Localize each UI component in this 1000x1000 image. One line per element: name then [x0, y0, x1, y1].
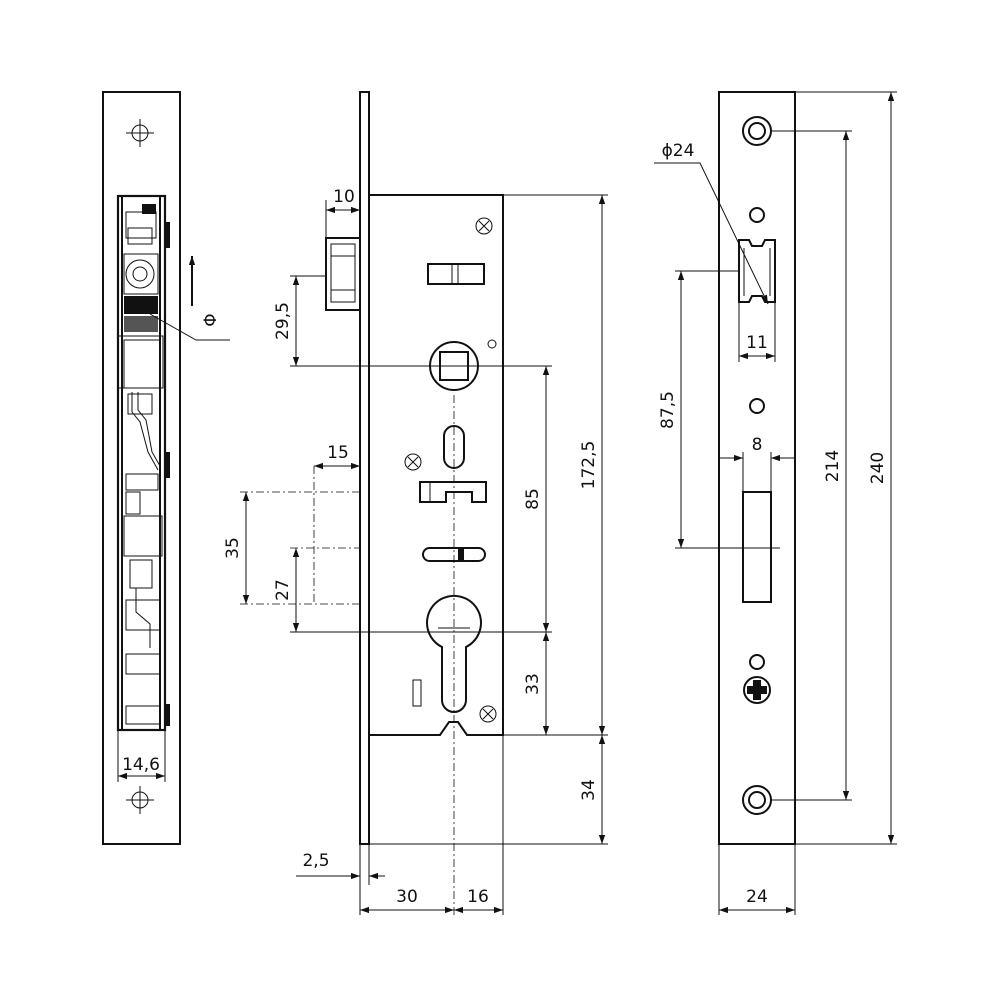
- bolt-lever: [419, 481, 487, 503]
- side-hole-bottom: [126, 786, 154, 814]
- case-screw-top: [475, 217, 493, 235]
- vertical-slot: [443, 425, 465, 469]
- cylinder-edge-dimension: 16: [454, 735, 504, 915]
- side-width-dimension: 14,6: [117, 730, 166, 782]
- latch-width-label: 10: [333, 187, 355, 207]
- cylinder-edge-label: 16: [467, 887, 489, 907]
- backset-to-cylinder-dimension: 85: [523, 366, 550, 632]
- plate-width-label: 24: [746, 887, 768, 907]
- front-faceplate: [359, 91, 370, 845]
- cylinder-to-bottom-label: 33: [523, 673, 543, 695]
- faceplate-outline: [718, 91, 796, 845]
- hole-diameter-callout: ϕ24: [654, 141, 769, 305]
- side-mechanism: [116, 194, 170, 732]
- slot-offset-label: 15: [327, 443, 349, 463]
- case-screw-middle: [404, 453, 422, 471]
- pin-hole: [487, 339, 497, 349]
- bolt-width-label: 8: [752, 435, 763, 455]
- hole-spacing-label: 214: [823, 450, 843, 482]
- latch-to-bolt-dimension: 87,5: [658, 271, 685, 548]
- slot-offset-dimension: 15: [314, 443, 361, 472]
- cylinder-to-bottom-dimension: 33: [523, 632, 550, 735]
- front-view: 10 29,5 172,5 85 33 34 15: [223, 91, 608, 915]
- direction-leader: [149, 313, 230, 341]
- side-view: Φ 14,6: [102, 91, 230, 845]
- latch-offset-label: 29,5: [273, 302, 293, 340]
- backset-to-cylinder-label: 85: [523, 488, 543, 510]
- plate-end-label: 34: [579, 779, 599, 801]
- upper-switch: [427, 263, 485, 285]
- plate-length-dimension: 240: [868, 92, 895, 844]
- plate-end-dimension: 34: [579, 735, 606, 844]
- indicator-window: [412, 679, 422, 707]
- slot-upper-dimension: 35: [223, 492, 250, 604]
- hole-spacing-dimension: 214: [823, 131, 850, 800]
- faceplate-small-hole-3: [749, 654, 765, 670]
- latch-bolt: [325, 237, 361, 311]
- deadbolt-opening: [742, 491, 772, 603]
- case-height-dimension: 172,5: [579, 195, 606, 735]
- faceplate-view: ϕ24 11 87,5 8 214 240: [654, 91, 897, 915]
- latch-width-dimension: 10: [325, 187, 360, 238]
- hole-diameter-label: ϕ24: [662, 141, 695, 161]
- faceplate-hole-bottom: [742, 785, 772, 815]
- plate-thickness-dimension: 2,5: [296, 844, 385, 915]
- backset-label: 30: [396, 887, 418, 907]
- side-hole-top: [126, 119, 154, 147]
- plate-thickness-label: 2,5: [302, 851, 329, 871]
- case-height-label: 172,5: [579, 441, 599, 490]
- slot-lower-dimension: 27: [273, 548, 300, 632]
- faceplate-hole-top: [742, 116, 772, 146]
- plate-length-label: 240: [868, 452, 888, 484]
- case-screw-bottom: [479, 705, 497, 723]
- lock-case: [369, 194, 504, 736]
- side-faceplate: [102, 91, 181, 845]
- latch-to-bolt-label: 87,5: [658, 391, 678, 429]
- faceplate-screw: [743, 676, 771, 704]
- direction-label: Φ: [201, 313, 221, 326]
- slot-lower-label: 27: [273, 579, 293, 601]
- faceplate-small-hole-1: [749, 207, 765, 223]
- latch-opening: [738, 239, 776, 303]
- latch-offset-dimension: 29,5: [273, 276, 300, 366]
- latch-opening-width-label: 11: [746, 333, 768, 353]
- side-width-label: 14,6: [122, 755, 160, 775]
- backset-dimension: 30: [360, 887, 454, 914]
- bolt-width-dimension: 8: [719, 435, 795, 492]
- latch-opening-width-dimension: 11: [738, 302, 776, 362]
- plate-width-dimension: 24: [719, 887, 795, 914]
- faceplate-small-hole-2: [749, 398, 765, 414]
- slot-upper-label: 35: [223, 537, 243, 559]
